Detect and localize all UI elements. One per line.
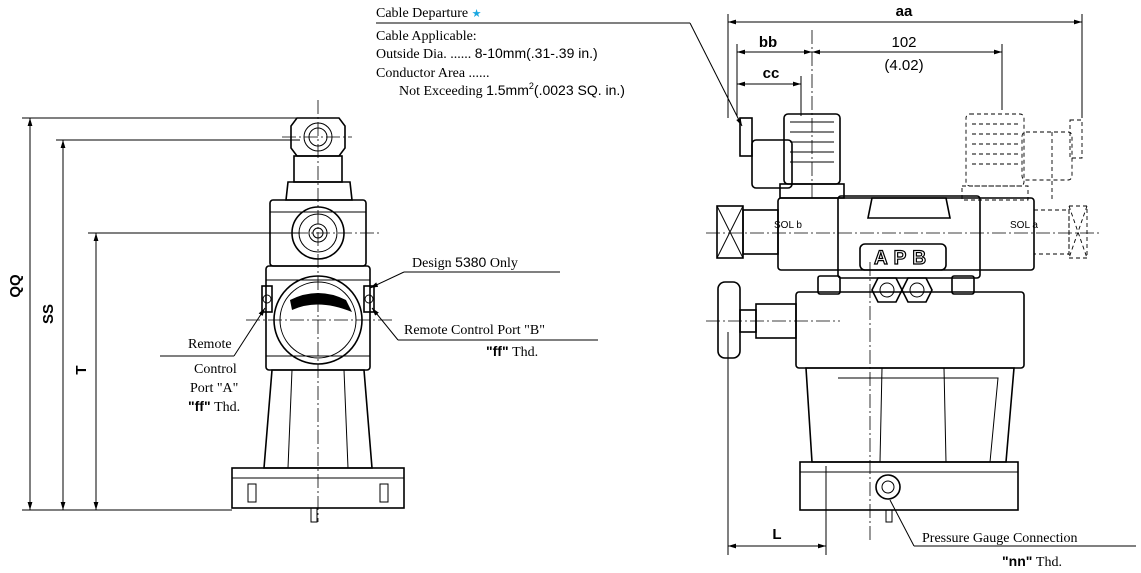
remote-port-a-line3: Port "A" [190,381,238,396]
dim-402-label: (4.02) [884,57,923,74]
cable-applicable-label: Cable Applicable: [376,29,477,44]
right-front-view: SOL b SOL a APB aa [706,3,1136,570]
dim-t-label: T [73,365,90,374]
remote-port-a-line1: Remote [188,337,232,352]
dim-cc-label: cc [763,65,780,82]
dim-ss-label: SS [40,304,57,324]
dim-l-label: L [772,526,781,543]
gauge-thread-label: "nn" Thd. [1002,553,1062,570]
left-side-view: QQ SS T Design 5380 Only Remote Control … [7,100,598,523]
dim-qq-label: QQ [7,274,24,298]
sol-a-label: SOL a [1010,220,1038,231]
cable-departure-label: Cable Departure ★ [376,6,482,21]
apb-logo: APB [874,248,932,269]
remote-port-a-line2: Control [194,362,237,377]
remote-port-b-label: Remote Control Port "B" [404,323,545,338]
design-note: Design 5380 Only [412,254,518,271]
dim-aa-label: aa [896,3,913,20]
gauge-connection-label: Pressure Gauge Connection [922,531,1078,546]
conductor-area-label: Conductor Area ...... [376,66,490,81]
not-exceeding-line: Not Exceeding 1.5mm2(.0023 SQ. in.) [399,81,625,99]
cable-note: Cable Departure ★ Cable Applicable: Outs… [376,6,743,127]
remote-port-a-thread: "ff" Thd. [188,398,240,415]
outside-dia-line: Outside Dia. ...... 8-10mm(.31-.39 in.) [376,45,598,62]
sol-b-label: SOL b [774,220,802,231]
dim-bb-label: bb [759,34,777,51]
star-marker: ★ [472,8,482,20]
dim-102-label: 102 [891,34,916,51]
remote-port-b-thread: "ff" Thd. [486,343,538,360]
